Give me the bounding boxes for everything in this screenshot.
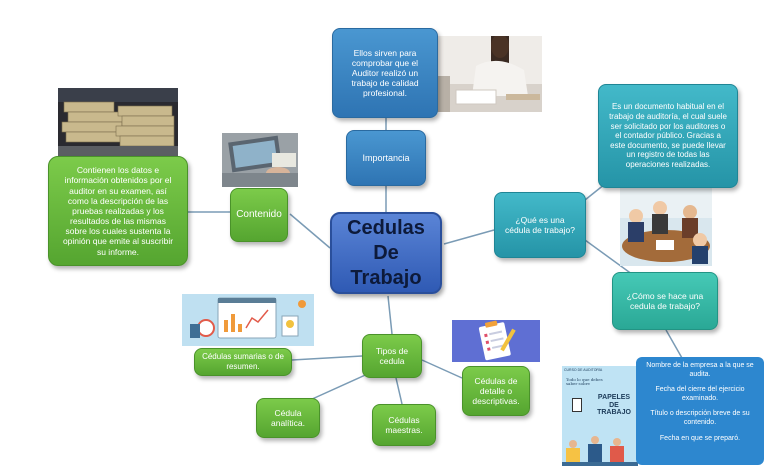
line-tipos-detalle xyxy=(421,359,463,379)
como-se-hace-node[interactable]: ¿Cómo se hace una cedula de trabajo? xyxy=(612,272,718,330)
step-item-2: Fecha del cierre del ejercicio examinado… xyxy=(655,386,745,403)
poster-title: PAPELES DE TRABAJO xyxy=(592,394,636,417)
line-como-info xyxy=(665,329,683,359)
central-topic-line2: De Trabajo xyxy=(350,241,422,289)
contenido-node[interactable]: Contenido xyxy=(230,188,288,242)
line-center-contenido xyxy=(289,213,331,249)
step-item-1: Nombre de la empresa a la que se audita. xyxy=(646,362,754,379)
step-item-3: Título o descripción breve de su conteni… xyxy=(650,410,750,427)
cedula-analitica-node[interactable]: Cédula analítica. xyxy=(256,398,320,438)
como-se-hace-steps-box: Nombre de la empresa a la que se audita.… xyxy=(636,357,764,465)
poster-title-line3: TRABAJO xyxy=(597,409,631,417)
line-center-quees xyxy=(443,229,495,245)
clipboard-checklist-illustration xyxy=(452,320,540,362)
poster-people-illustration xyxy=(562,436,638,466)
poster-subtitle: Todo lo que debes saber sobre xyxy=(566,377,603,387)
auditor-writing-photo xyxy=(436,36,542,112)
line-center-tipos xyxy=(387,295,393,335)
document-icon xyxy=(572,398,582,412)
line-tipos-sumarias xyxy=(291,355,363,361)
step-item-4: Fecha en que se preparó. xyxy=(659,434,741,442)
line-tipos-analitica xyxy=(309,371,373,401)
importancia-node[interactable]: Importancia xyxy=(346,130,426,186)
que-es-node[interactable]: ¿Qué es una cédula de trabajo? xyxy=(494,192,586,258)
poster-title-line1: PAPELES xyxy=(597,394,631,401)
analytics-dashboard-illustration xyxy=(182,294,314,346)
line-tipos-maestras xyxy=(395,377,403,405)
poster-title-line2: DE xyxy=(609,401,619,409)
tipos-de-cedula-node[interactable]: Tipos de cedula xyxy=(362,334,422,378)
cedulas-maestras-node[interactable]: Cédulas maestras. xyxy=(372,404,436,446)
papeles-de-trabajo-poster: CURSO DE AUDITORÍA Todo lo que debes sab… xyxy=(562,366,638,466)
que-es-description-node[interactable]: Es un documento habitual en el trabajo d… xyxy=(598,84,738,188)
central-topic-line1: Cedulas xyxy=(347,216,425,239)
poster-header: CURSO DE AUDITORÍA xyxy=(564,368,603,372)
central-topic-node[interactable]: Cedulas De Trabajo xyxy=(330,212,442,294)
contenido-description-node[interactable]: Contienen los datos e información obteni… xyxy=(48,156,188,266)
money-stack-photo xyxy=(58,88,178,156)
cedulas-detalle-node[interactable]: Cédulas de detalle o descriptivas. xyxy=(462,366,530,416)
laptop-hands-photo xyxy=(222,133,298,187)
business-meeting-photo xyxy=(620,188,712,266)
cedulas-sumarias-node[interactable]: Cédulas sumarias o de resumen. xyxy=(194,348,292,376)
importancia-description-node[interactable]: Ellos sirven para comprobar que el Audit… xyxy=(332,28,438,118)
